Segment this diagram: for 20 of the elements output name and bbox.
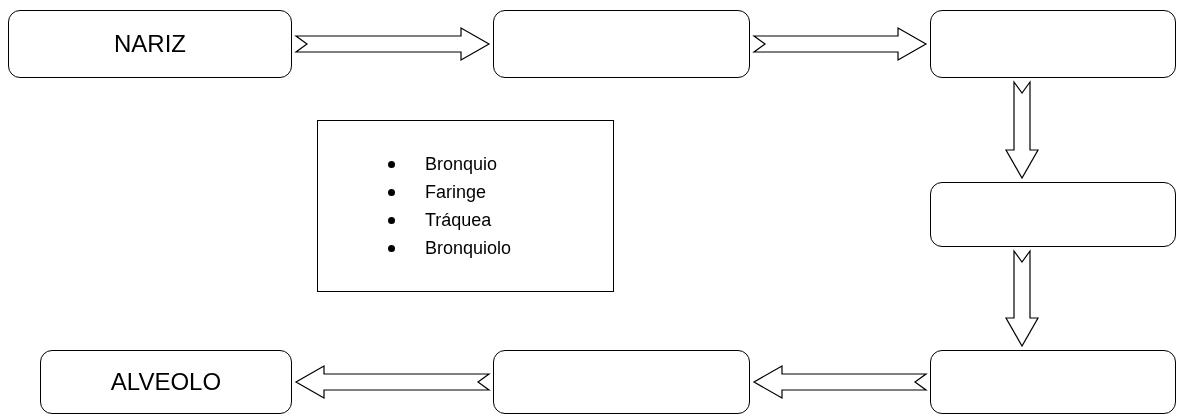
rounded-box	[493, 10, 750, 78]
block-arrow	[1004, 80, 1040, 180]
rounded-box	[8, 10, 292, 78]
rounded-box	[930, 10, 1176, 78]
box-label: NARIZ	[114, 29, 186, 59]
list-item: Bronquio	[425, 153, 498, 176]
list-item: Faringe	[425, 181, 487, 204]
list-box	[317, 120, 614, 292]
rounded-box	[40, 350, 292, 414]
list-item: Bronquiolo	[425, 237, 512, 260]
block-arrow	[752, 26, 928, 62]
block-arrow	[752, 364, 928, 400]
rounded-box	[930, 182, 1176, 247]
rounded-box	[930, 350, 1176, 414]
block-arrow	[294, 26, 491, 62]
block-arrow	[294, 364, 491, 400]
list-item: Tráquea	[425, 209, 492, 232]
box-label: ALVEOLO	[110, 367, 222, 397]
block-arrow	[1004, 249, 1040, 348]
rounded-box	[493, 350, 750, 414]
